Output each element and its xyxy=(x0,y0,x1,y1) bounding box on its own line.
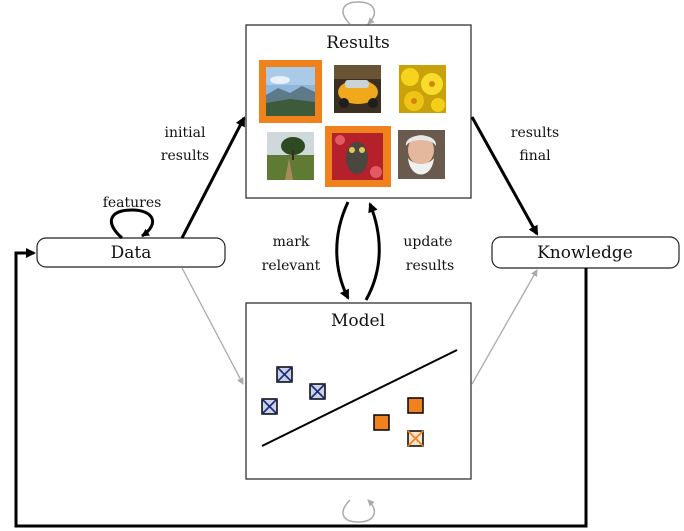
mark-relevant-arrow xyxy=(335,201,350,300)
features-label: features xyxy=(103,195,162,211)
results-final-label-line2: final xyxy=(519,148,551,164)
yellow-flowers-thumbnail[interactable] xyxy=(399,65,446,113)
negative-marker xyxy=(276,366,293,383)
old-man-thumbnail[interactable] xyxy=(398,130,445,179)
mark-relevant-label-line2: relevant xyxy=(262,258,321,274)
update-results-label-line1: update xyxy=(403,234,452,250)
update-results-arrow xyxy=(364,202,381,301)
initial-results-label-line2: results xyxy=(161,148,209,164)
data-node: Data xyxy=(36,237,226,268)
results-self-loop xyxy=(342,1,376,25)
positive-marker xyxy=(373,414,390,431)
data-label: Data xyxy=(111,243,152,263)
model-title: Model xyxy=(331,311,385,331)
thumbnail-grid xyxy=(259,60,446,187)
uncertain-marker xyxy=(407,430,424,447)
negative-marker xyxy=(261,398,278,415)
knowledge-label: Knowledge xyxy=(537,243,633,263)
positive-marker xyxy=(407,397,424,414)
tree-road-thumbnail[interactable] xyxy=(267,132,314,180)
features-loop-arrow xyxy=(109,208,155,240)
model-self-loop xyxy=(342,499,376,523)
mark-relevant-label-line1: mark xyxy=(273,234,310,250)
update-results-label-line2: results xyxy=(406,258,454,274)
results-final-label-line1: results xyxy=(511,125,559,141)
negative-marker xyxy=(309,383,326,400)
model-node: Model xyxy=(245,302,472,480)
knowledge-node: Knowledge xyxy=(491,236,680,269)
results-final-arrow xyxy=(470,116,539,236)
feedback-loop-arrow xyxy=(14,248,588,528)
model-to-knowledge-arrow xyxy=(471,269,538,385)
yellow-car-thumbnail[interactable] xyxy=(334,65,381,113)
initial-results-label-line1: initial xyxy=(165,125,206,141)
initial-results-arrow xyxy=(180,116,246,239)
data-to-model-arrow xyxy=(181,267,244,385)
landscape-thumbnail[interactable] xyxy=(259,60,322,123)
decision-boundary xyxy=(261,349,458,447)
owl-thumbnail[interactable] xyxy=(325,126,391,187)
results-title: Results xyxy=(326,33,390,53)
